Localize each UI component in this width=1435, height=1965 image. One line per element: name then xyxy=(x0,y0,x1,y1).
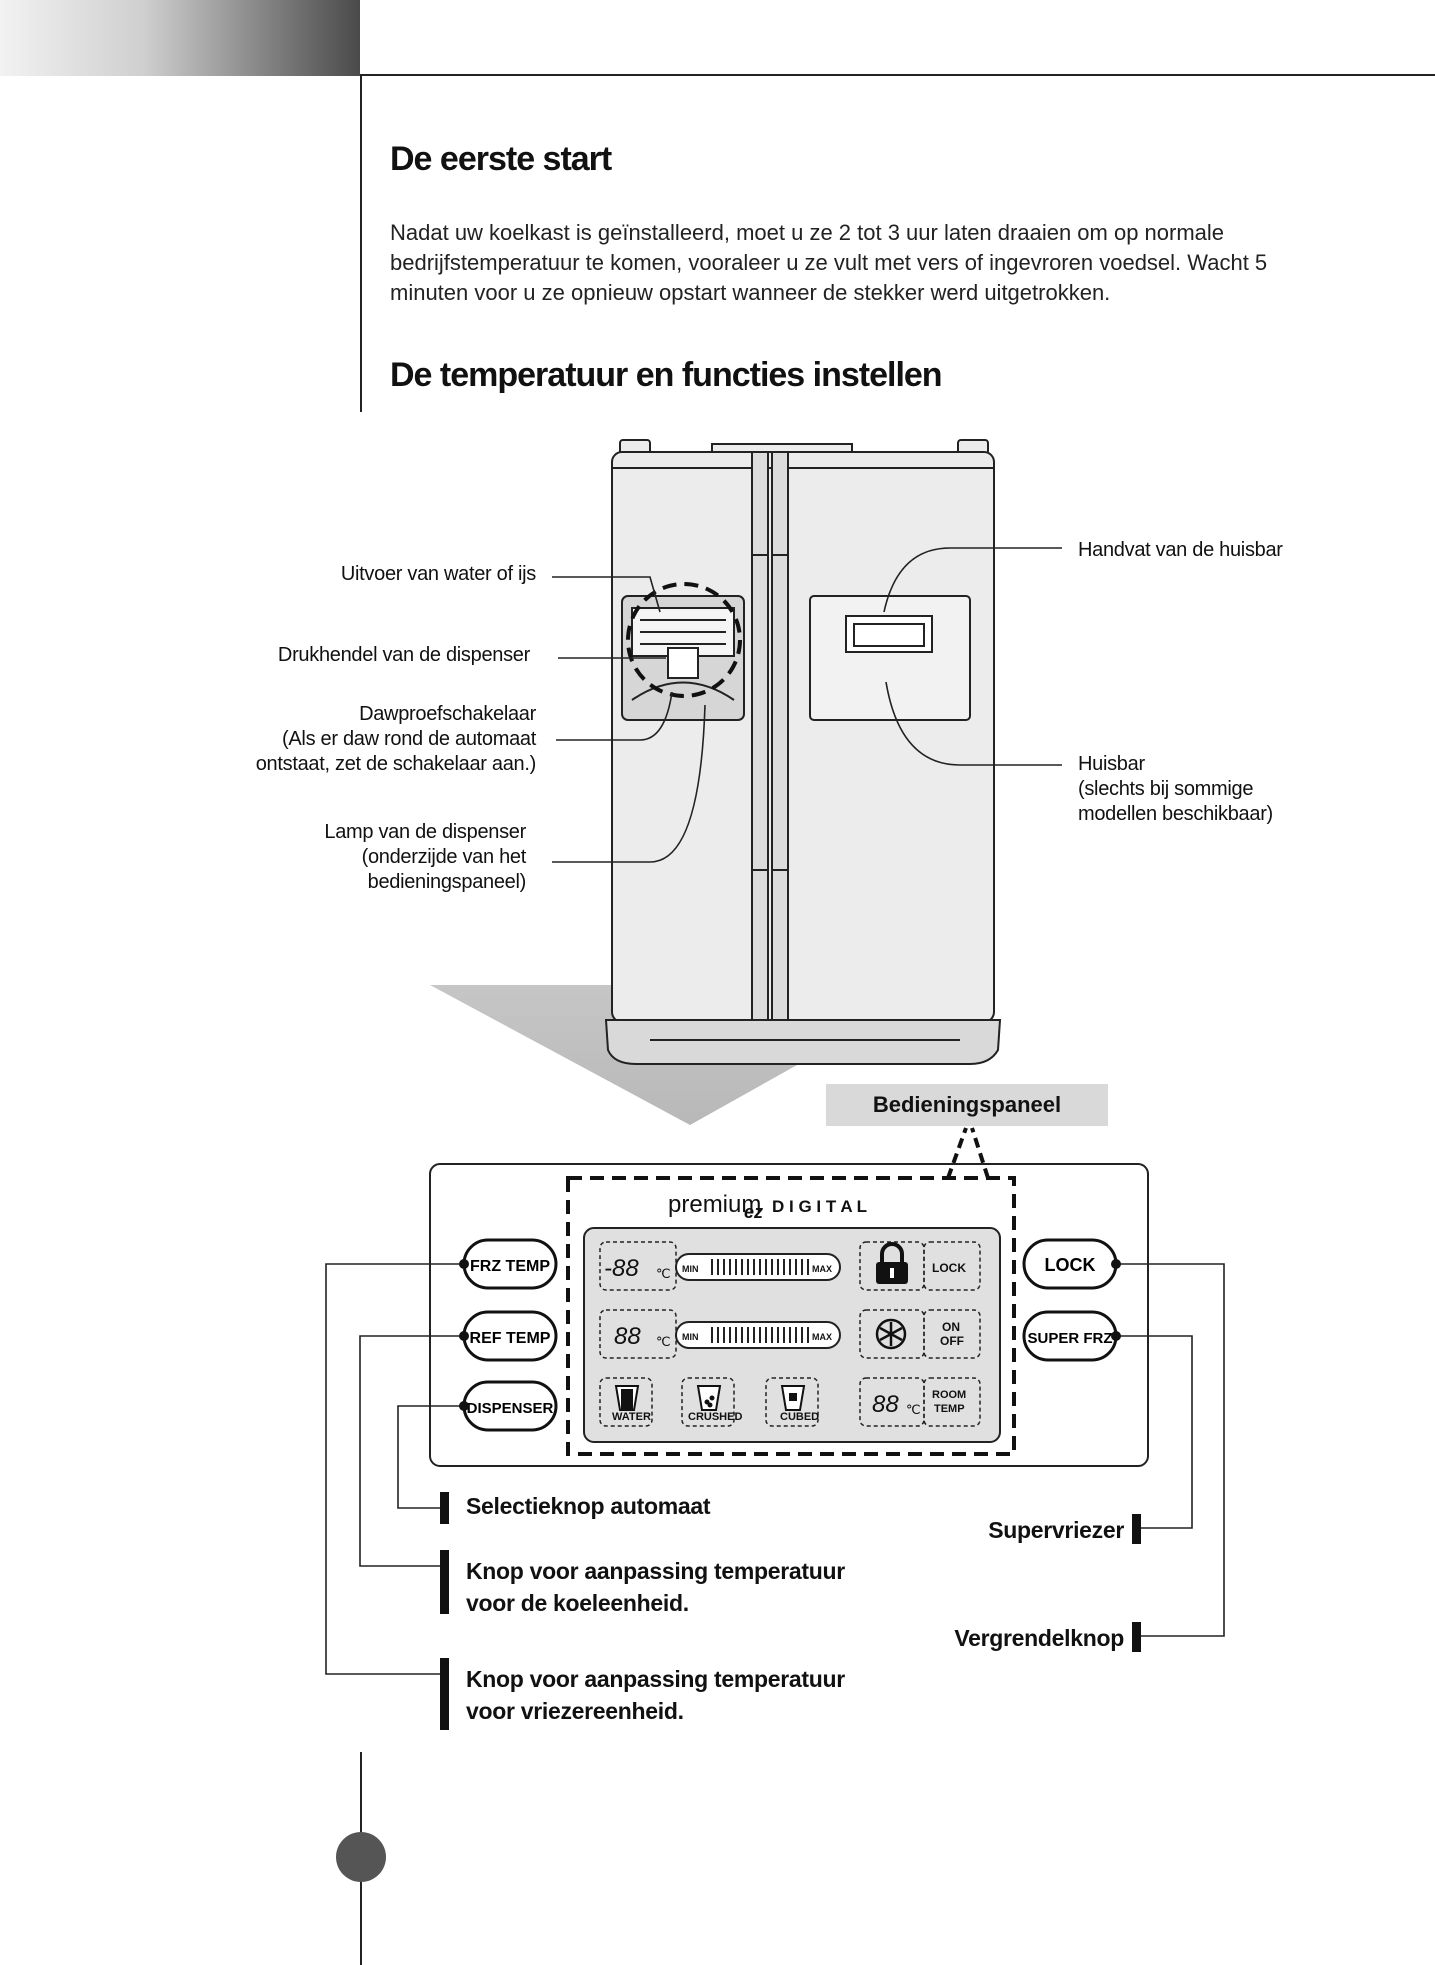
dispenser-highlight-circle xyxy=(626,582,742,698)
lock-button[interactable]: LOCK xyxy=(1022,1238,1118,1290)
label-dispenser-outlet: Uitvoer van water of ijs xyxy=(340,563,536,585)
label-homebar: Huisbar (slechts bij sommige modellen be… xyxy=(1078,753,1273,825)
lcd-on-label: ON xyxy=(942,1320,960,1334)
control-panel-tag: Bedieningspaneel xyxy=(826,1084,1108,1126)
svg-text:FRZ TEMP: FRZ TEMP xyxy=(470,1258,550,1275)
frz-temp-button[interactable]: FRZ TEMP xyxy=(462,1238,558,1290)
lock-icon xyxy=(876,1242,908,1284)
lcd-cubed-label: CUBED xyxy=(780,1411,819,1423)
ref-temp-unit: ℃ xyxy=(656,1334,671,1349)
temp-bar-ticks xyxy=(711,1259,809,1343)
ref-temp-readout: 88 xyxy=(614,1323,641,1350)
frz-bar-min-label: MIN xyxy=(682,1264,699,1274)
frz-temp-readout: -88 xyxy=(604,1255,639,1282)
refrigerator-illustration xyxy=(604,439,1002,1065)
super-frz-button[interactable]: SUPER FRZ xyxy=(1022,1310,1118,1362)
corner-tab xyxy=(0,0,360,76)
room-temp-readout: 88 xyxy=(872,1391,899,1418)
lcd-cells xyxy=(599,1241,981,1427)
brand-digital: D I G I T A L xyxy=(772,1197,867,1216)
lcd-water-label: WATER xyxy=(612,1411,651,1423)
label-dispenser-select: Selectieknop automaat xyxy=(466,1493,711,1519)
ref-bar-max-label: MAX xyxy=(812,1332,832,1342)
cubed-ice-cup-icon xyxy=(780,1385,806,1411)
heading-set-temperature: De temperatuur en functies instellen xyxy=(390,356,943,394)
svg-text:REF TEMP: REF TEMP xyxy=(470,1330,551,1347)
svg-text:DISPENSER: DISPENSER xyxy=(467,1400,554,1417)
panel-callout-lines xyxy=(325,1263,1225,1675)
fridge-callout-lines xyxy=(552,547,1062,863)
lcd-lock-label: LOCK xyxy=(932,1261,966,1275)
lcd-crushed-label: CRUSHED xyxy=(688,1411,742,1423)
crushed-ice-cup-icon xyxy=(696,1385,722,1411)
water-cup-icon xyxy=(614,1385,640,1411)
label-frz-adjust: Knop voor aanpassing temperatuur voor vr… xyxy=(466,1666,845,1724)
frz-bar-max-label: MAX xyxy=(812,1264,832,1274)
room-temp-unit: ℃ xyxy=(906,1402,921,1417)
lcd-temp-label: TEMP xyxy=(934,1403,965,1415)
left-rule-top xyxy=(360,76,362,412)
svg-text:LOCK: LOCK xyxy=(1045,1255,1096,1275)
svg-text:SUPER FRZ: SUPER FRZ xyxy=(1027,1330,1112,1347)
label-dispenser-lamp: Lamp van de dispenser (onderzijde van he… xyxy=(324,821,526,893)
page-marker xyxy=(336,1832,386,1882)
tag-pointer xyxy=(946,1127,990,1179)
header-rule xyxy=(360,74,1435,76)
ref-temp-button[interactable]: REF TEMP xyxy=(462,1310,558,1362)
lcd-room-label: ROOM xyxy=(932,1389,966,1401)
label-homebar-handle: Handvat van de huisbar xyxy=(1078,539,1283,561)
heading-first-start: De eerste start xyxy=(390,140,612,178)
ref-bar-min-label: MIN xyxy=(682,1332,699,1342)
intro-paragraph: Nadat uw koelkast is geïnstalleerd, moet… xyxy=(390,220,1268,305)
label-ref-adjust: Knop voor aanpassing temperatuur voor de… xyxy=(466,1558,845,1616)
brand-logo: premium ez D I G I T A L xyxy=(668,1191,867,1222)
display-highlight-box xyxy=(566,1176,1016,1456)
label-dew-switch: Dawproefschakelaar (Als er daw rond de a… xyxy=(255,703,537,775)
frz-temp-unit: ℃ xyxy=(656,1266,671,1281)
label-lock-button: Vergrendelknop xyxy=(954,1625,1124,1651)
dispenser-button[interactable]: DISPENSER xyxy=(462,1380,558,1432)
snowflake-icon xyxy=(875,1318,907,1350)
label-dispenser-lever: Drukhendel van de dispenser xyxy=(277,644,530,666)
panel-callout-bullets xyxy=(440,1259,1141,1730)
label-super-freezer: Supervriezer xyxy=(988,1517,1124,1543)
brand-ez: ez xyxy=(744,1202,763,1222)
brand-premium: premium xyxy=(668,1191,761,1218)
lcd-off-label: OFF xyxy=(940,1334,964,1348)
